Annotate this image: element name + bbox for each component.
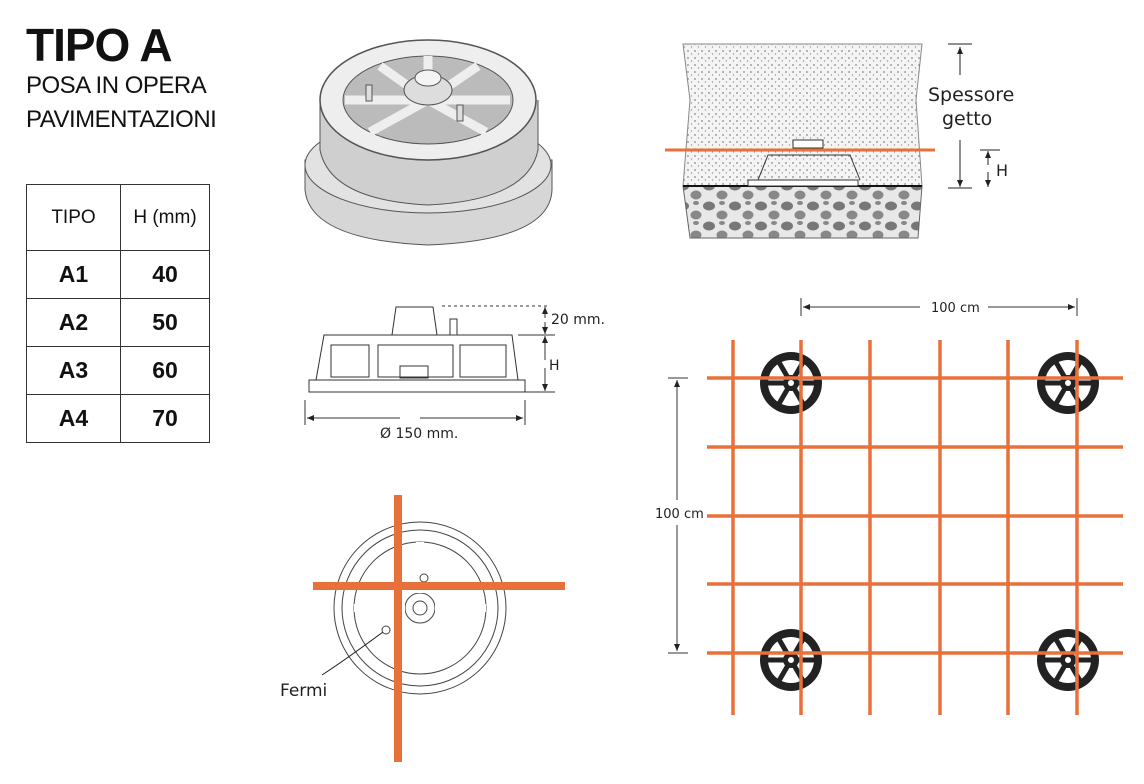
- grid-dimensions: [668, 298, 1078, 654]
- diameter-label: Ø 150 mm.: [380, 426, 458, 442]
- spacer-hole: [788, 657, 794, 663]
- spacer-hole: [1065, 380, 1071, 386]
- thickness-label-2: getto: [942, 108, 992, 130]
- rebar-grid-diagram: [707, 340, 1123, 715]
- subtitle-line-2: PAVIMENTAZIONI: [26, 106, 217, 133]
- tipo-cell: A3: [26, 346, 121, 395]
- h-cell: 60: [120, 346, 210, 395]
- plan-diagram: [313, 495, 565, 762]
- thickness-label: Spessore: [928, 84, 1014, 106]
- tipo-cell: A2: [26, 298, 121, 347]
- spacer-3d-illustration: [304, 39, 553, 246]
- profile-diagram: [304, 305, 555, 425]
- tipo-cell: A4: [26, 394, 121, 443]
- spacer-hole: [1065, 657, 1071, 663]
- top-dimension-label: 20 mm.: [551, 312, 605, 328]
- h-cell: 50: [120, 298, 210, 347]
- vertical-spacing-label: 100 cm: [655, 507, 704, 522]
- stops-label: Fermi: [280, 681, 327, 701]
- section-height-label: H: [996, 161, 1008, 180]
- spacer-hole: [788, 380, 794, 386]
- table-header-row: TIPO H (mm): [26, 184, 210, 251]
- subtitle-line-1: POSA IN OPERA: [26, 72, 207, 99]
- column-header-h: H (mm): [120, 184, 210, 251]
- horizontal-spacing-label: 100 cm: [931, 301, 980, 316]
- column-header-tipo: TIPO: [26, 184, 121, 251]
- section-diagram: Spessore getto H: [665, 43, 1014, 239]
- h-cell: 70: [120, 394, 210, 443]
- profile-height-label: H: [549, 358, 560, 374]
- h-cell: 40: [120, 250, 210, 299]
- page-title: TIPO A: [26, 19, 173, 71]
